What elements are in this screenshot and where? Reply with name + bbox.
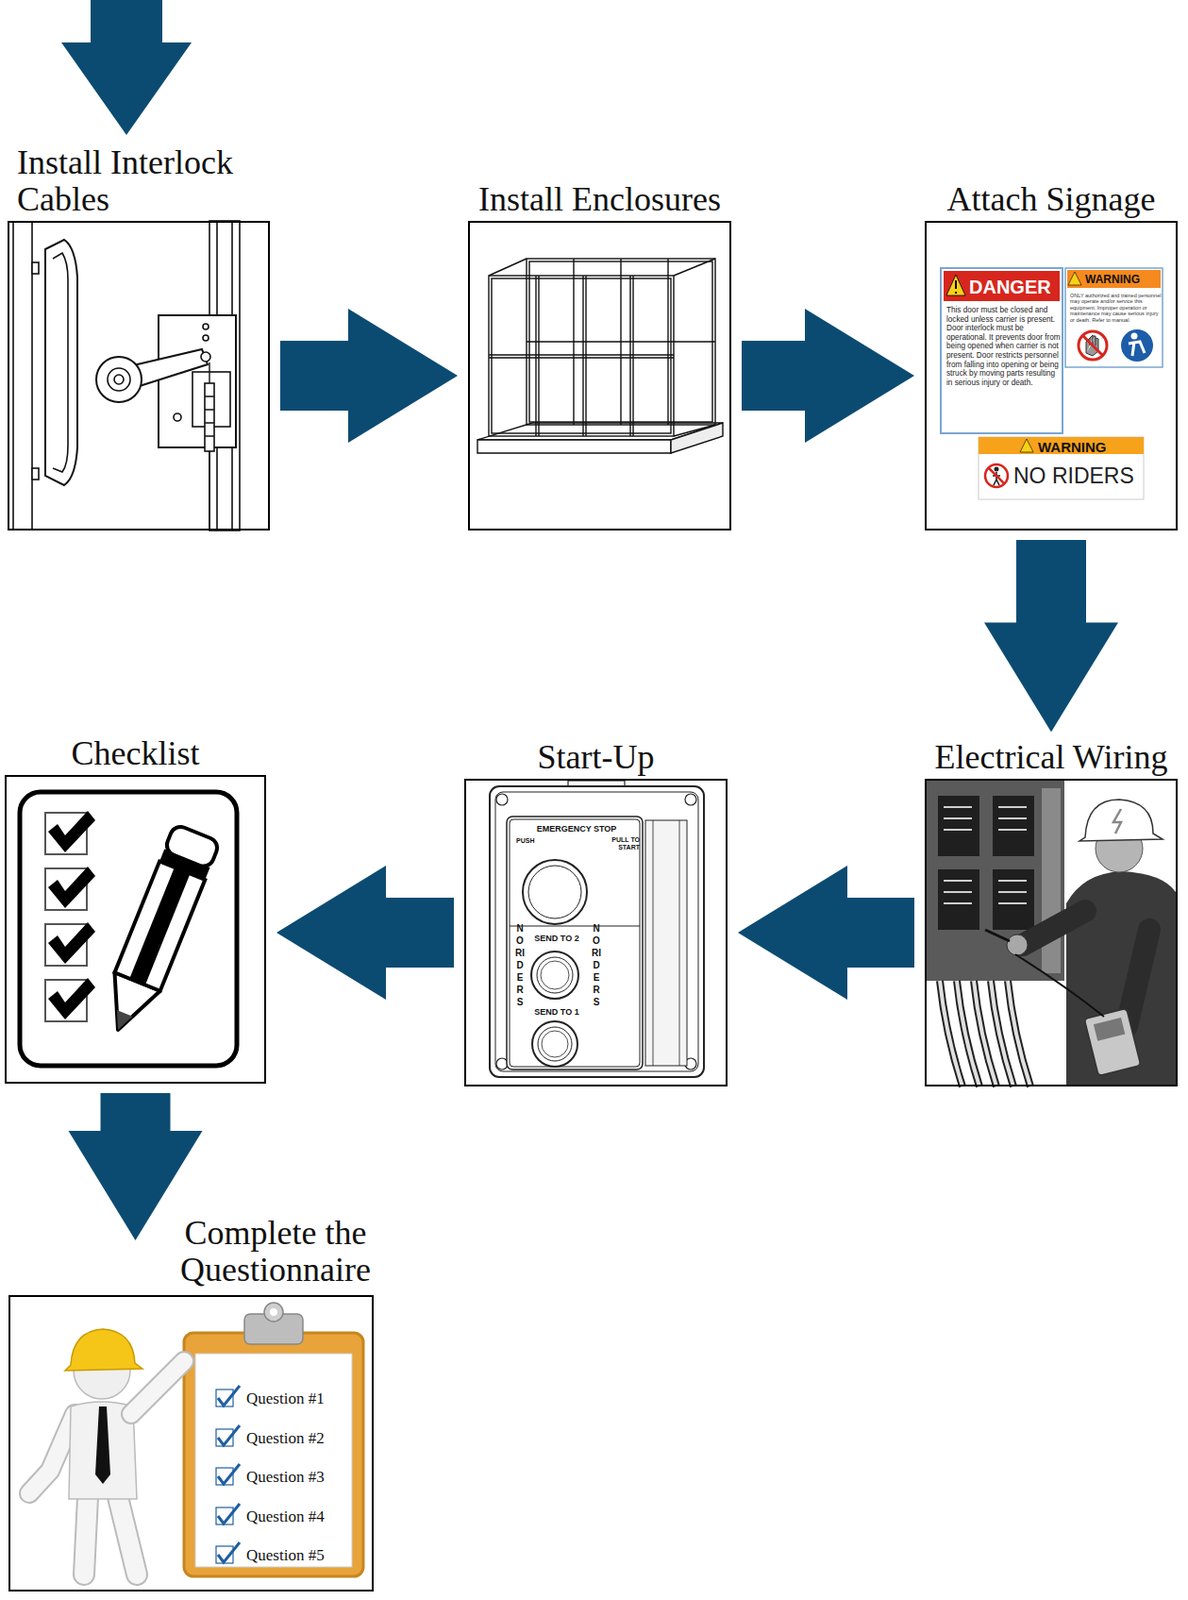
step-box: Start-UpEMERGENCY STOPPUSHPULL TO STARTS…	[464, 778, 728, 1087]
step-heading: Attach Signage	[947, 181, 1156, 219]
step-heading: Complete the Questionnaire	[167, 1214, 385, 1289]
flow-arrow	[276, 865, 454, 1000]
checklist-drawing	[19, 791, 237, 1066]
question-item: Question #2	[246, 1428, 352, 1448]
flow-arrow	[68, 1092, 203, 1240]
button-label: NO RIDERS	[515, 921, 525, 1008]
flow-arrow	[280, 308, 458, 443]
flow-arrow	[984, 539, 1119, 732]
question-item: Question #4	[246, 1506, 352, 1526]
button-label: SEND TO 2	[518, 934, 595, 944]
interlock-drawing	[13, 220, 240, 531]
sign-text: NO RIDERS	[1013, 463, 1135, 490]
sign-heading: WARNING	[1085, 272, 1161, 288]
start-arrow	[61, 0, 192, 135]
step-box: Install Interlock Cables	[7, 220, 270, 531]
question-item: Question #5	[246, 1545, 352, 1565]
step-box: Attach SignageDANGERThis door must be cl…	[924, 220, 1178, 531]
enclosure-drawing	[477, 258, 723, 453]
button-label: PULL TO START	[602, 836, 640, 852]
step-heading: Electrical Wiring	[935, 738, 1169, 777]
step-heading: Checklist	[71, 735, 201, 773]
button-label: EMERGENCY STOP	[518, 824, 635, 835]
control-station-drawing	[489, 780, 704, 1077]
step-heading: Install Interlock Cables	[16, 144, 263, 219]
step-heading: Start-Up	[537, 738, 655, 777]
button-label: SEND TO 1	[518, 1007, 595, 1018]
button-label: NO RIDERS	[591, 921, 602, 1008]
questionnaire-drawing	[29, 1302, 364, 1576]
signage-drawing	[940, 267, 1163, 500]
question-item: Question #3	[246, 1467, 352, 1487]
step-box: Electrical Wiring	[924, 778, 1178, 1087]
sign-heading: WARNING	[1037, 438, 1142, 456]
sign-text: This door must be closed and locked unle…	[946, 305, 1062, 387]
question-item: Question #1	[246, 1388, 352, 1408]
flow-arrow	[741, 308, 915, 443]
step-box: Complete the QuestionnaireQuestion #1Que…	[8, 1294, 374, 1591]
sign-text: ONLY authorized and trained personnel ma…	[1070, 292, 1163, 323]
step-box: Checklist	[4, 774, 267, 1084]
flow-arrow	[737, 865, 915, 1000]
step-heading: Install Enclosures	[478, 181, 721, 219]
electrician-drawing	[926, 780, 1176, 1087]
sign-heading: DANGER	[969, 275, 1062, 299]
button-label: PUSH	[516, 836, 545, 845]
step-box: Install Enclosures	[468, 220, 732, 531]
